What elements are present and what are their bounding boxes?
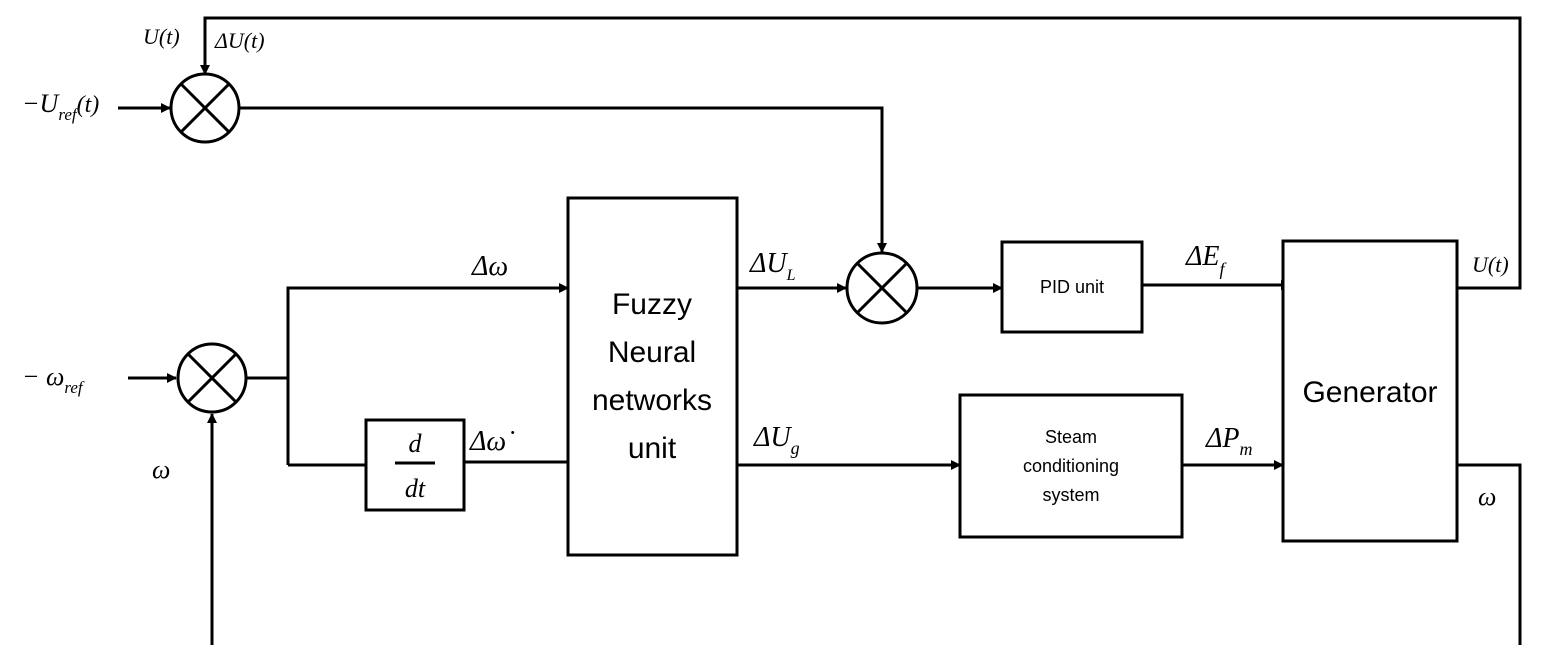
- pid-label: PID unit: [1040, 277, 1104, 297]
- uref-label: −Uref(t): [22, 89, 99, 124]
- fuzzy-neural-network-block: Fuzzy Neural networks unit: [566, 196, 739, 557]
- u-t-top-label: U(t): [143, 24, 180, 49]
- generator-label: Generator: [1302, 376, 1437, 409]
- derivative-block: d dt: [364, 418, 466, 512]
- steam-line-1: Steam: [1045, 427, 1097, 447]
- fnn-line-2: Neural: [608, 336, 696, 369]
- omega-sum-output-wire: [246, 376, 290, 465]
- delta-ug-label: ΔUg: [753, 422, 800, 458]
- u-t-right-label: U(t): [1472, 252, 1509, 277]
- delta-omega-label: Δω: [471, 251, 508, 282]
- voltage-summing-junction: [169, 72, 241, 144]
- voltage-error-wire: [240, 106, 887, 253]
- fnn-line-3: networks: [592, 384, 712, 417]
- omega-summing-junction: [176, 342, 248, 414]
- delta-pm-label: ΔPm: [1205, 423, 1253, 459]
- omega-ref-label: − ωref: [22, 362, 85, 397]
- delta-omega-dot-label: Δω̇: [469, 426, 514, 457]
- pid-unit-block: PID unit: [1000, 240, 1144, 334]
- delta-u-t-label: ΔU(t): [214, 28, 265, 53]
- delta-omega-wire: [286, 283, 569, 378]
- omega-right-label: ω: [1478, 482, 1496, 511]
- omega-feedback-label: ω: [152, 455, 170, 484]
- fnn-line-1: Fuzzy: [612, 288, 692, 321]
- delta-ef-label: ΔEf: [1185, 241, 1228, 279]
- steam-conditioning-block: Steam conditioning system: [958, 393, 1184, 539]
- voltage-feedback-wire: [200, 16, 1522, 290]
- delta-ul-label: ΔUL: [749, 248, 796, 284]
- fnn-line-4: unit: [628, 432, 677, 465]
- derivative-numerator: d: [409, 429, 423, 458]
- generator-block: Generator: [1281, 239, 1459, 543]
- derivative-denominator: dt: [405, 474, 426, 503]
- steam-line-2: conditioning: [1023, 456, 1119, 476]
- control-summing-junction: [845, 251, 919, 325]
- omega-output-wire: [1457, 463, 1522, 645]
- steam-line-3: system: [1042, 485, 1099, 505]
